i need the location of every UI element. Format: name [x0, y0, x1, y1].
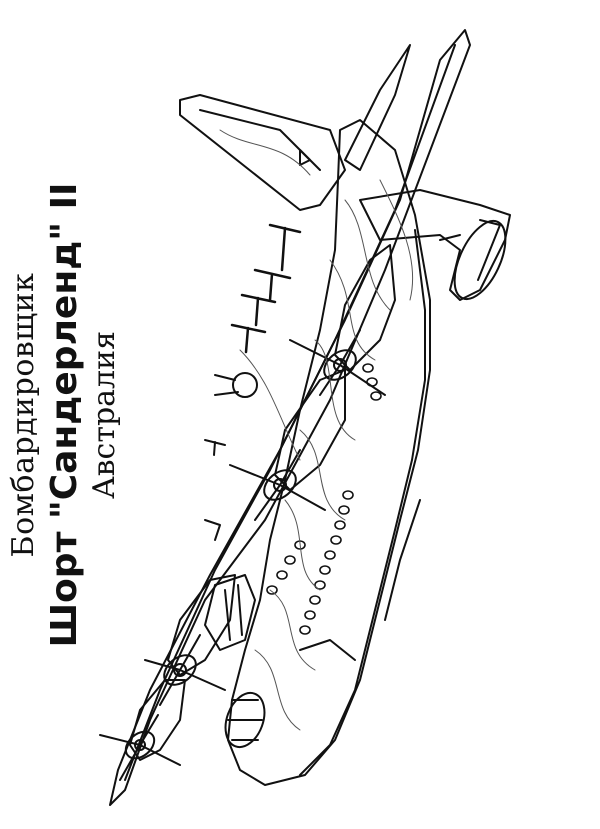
- engine-4: [99, 679, 186, 781]
- rear-wing: [344, 44, 411, 171]
- nose-turret: [224, 691, 266, 749]
- cockpit: [204, 574, 256, 651]
- engine-2: [229, 369, 346, 521]
- tail-fin: [179, 94, 346, 211]
- main-wing: [109, 29, 471, 806]
- engine-3: [144, 574, 236, 706]
- portholes: [266, 363, 382, 635]
- dorsal-turret: [204, 372, 258, 541]
- horizontal-stabilizer: [359, 189, 511, 301]
- camouflage-lines: [219, 129, 414, 731]
- antenna-masts: [230, 223, 302, 354]
- wing-float: [439, 220, 507, 300]
- fuselage: [227, 119, 431, 786]
